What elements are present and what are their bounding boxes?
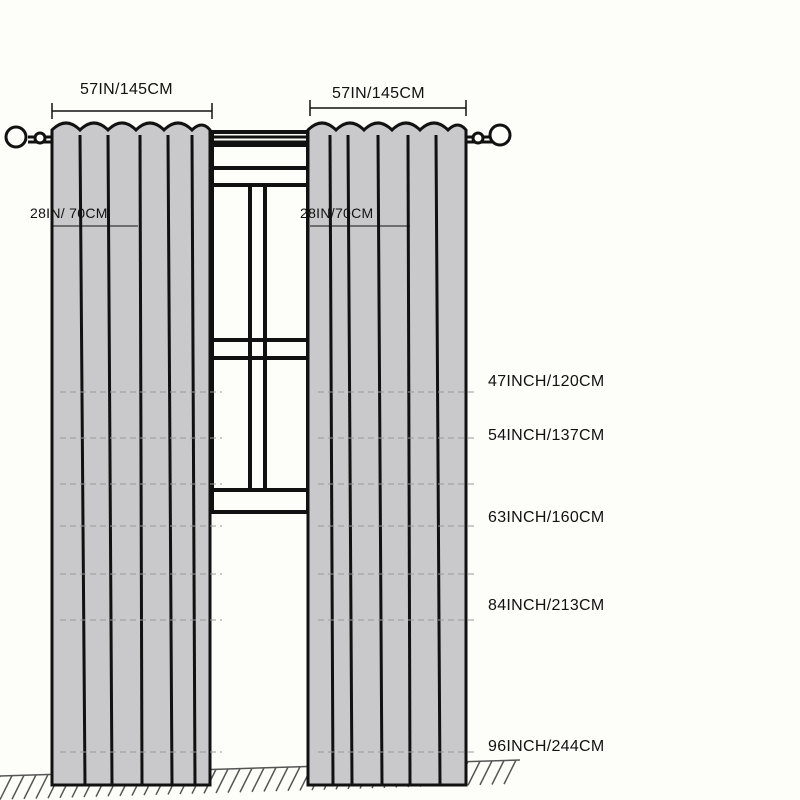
floor-hatch-line bbox=[23, 774, 37, 800]
length-label-84: 84INCH/213CM bbox=[488, 597, 605, 614]
floor-hatch-line bbox=[227, 768, 241, 793]
floor-hatch-line bbox=[275, 766, 289, 792]
floor-hatch-line bbox=[479, 760, 493, 786]
floor-hatch-line bbox=[503, 759, 517, 785]
right-curtain-panel bbox=[306, 121, 468, 787]
window-frame bbox=[210, 130, 310, 514]
length-label-54: 54INCH/137CM bbox=[488, 427, 605, 444]
total-width-label-right: 57IN/145CM bbox=[332, 85, 425, 102]
floor-hatch-line bbox=[287, 766, 301, 792]
length-label-96: 96INCH/244CM bbox=[488, 738, 605, 755]
length-label-63: 63INCH/160CM bbox=[488, 509, 605, 526]
left-curtain-panel bbox=[50, 121, 212, 787]
total-width-label-left: 57IN/145CM bbox=[80, 81, 173, 98]
width-dimension-lines bbox=[51, 100, 467, 119]
floor-hatch-line bbox=[467, 760, 481, 786]
panel-width-label-right: 28IN/70CM bbox=[300, 205, 374, 221]
panel-width-label-left: 28IN/ 70CM bbox=[30, 205, 108, 221]
floor-hatch-line bbox=[491, 760, 505, 785]
floor-hatch-line bbox=[251, 767, 265, 793]
floor-hatch-line bbox=[215, 768, 229, 794]
length-label-47: 47INCH/120CM bbox=[488, 373, 605, 390]
length-guides bbox=[60, 391, 475, 753]
floor-hatch-line bbox=[0, 775, 13, 800]
floor-hatch-line bbox=[263, 767, 277, 792]
floor-hatch-line bbox=[35, 774, 49, 799]
floor-hatch-line bbox=[11, 774, 25, 800]
floor-hatch-line bbox=[239, 767, 253, 793]
